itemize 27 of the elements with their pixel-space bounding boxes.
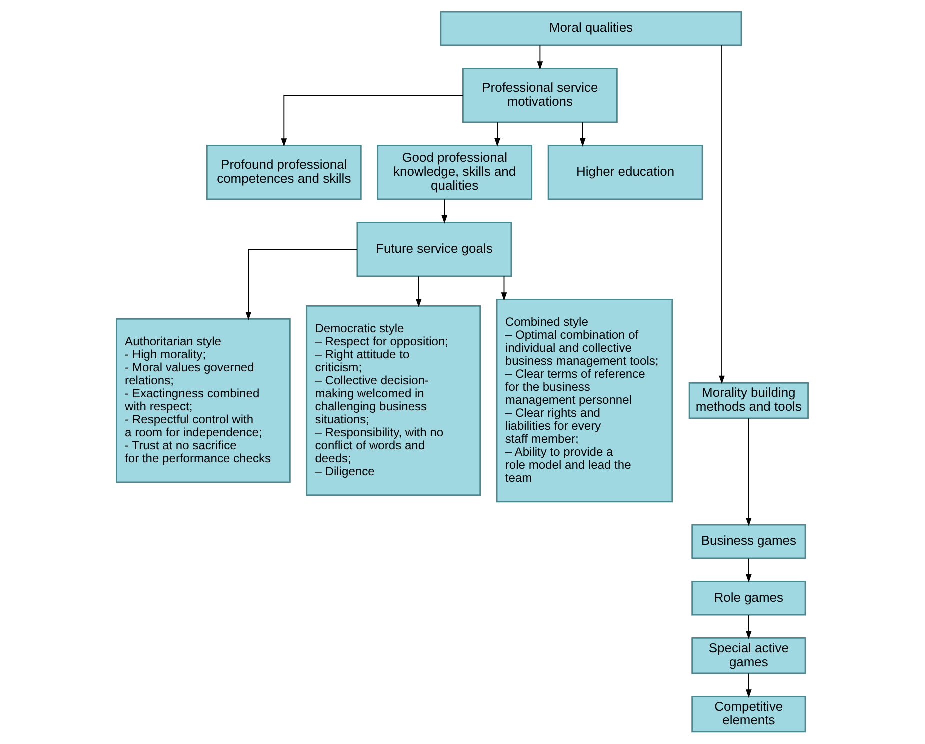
arrow xyxy=(494,122,500,147)
arrow xyxy=(580,122,586,147)
arrow xyxy=(537,45,544,70)
node-box: Combined style – Optimal combination of individual and collective business management tools; – Clear terms of reference for the business management personnel – Clear rights and liabilities for every staff member; – Ability to provide a role model and lead the team xyxy=(496,298,674,503)
arrow xyxy=(719,45,725,384)
arrow xyxy=(442,199,448,224)
node-box: Future service goals xyxy=(356,222,512,278)
arrow xyxy=(501,276,508,301)
node-box: Morality building methods and tools xyxy=(688,382,809,420)
node-box: Higher education xyxy=(548,144,704,200)
arrow xyxy=(746,614,752,640)
node-box: Professional service motivations xyxy=(462,68,618,124)
node-box: Role games xyxy=(692,580,806,616)
node-box: Profound professional competences and skills xyxy=(206,144,362,200)
arrow xyxy=(746,558,752,583)
node-box: Democratic style – Respect for opposition; – Right attitude to criticism; – Collective decision-making welcomed in challenging business situations; – Responsibility, with no conflict of words and deeds; – Diligence xyxy=(306,305,482,496)
node-box: Moral qualities xyxy=(440,11,742,46)
node-box: Competitive elements xyxy=(692,696,806,733)
arrow xyxy=(416,276,422,308)
node-box: Special active games xyxy=(692,638,806,674)
arrow xyxy=(281,95,464,148)
node-box: Authoritarian style - High morality; - Moral values governed relations; - Exactingness combined with respect; - Respectful control with a room for independence; - Trust at no sacrifice for the performance checks xyxy=(116,318,291,484)
node-box: Business games xyxy=(692,524,806,560)
node-box: Good professional knowledge, skills and qualities xyxy=(377,144,533,200)
arrow xyxy=(246,249,358,320)
arrow xyxy=(746,418,752,526)
arrow xyxy=(746,673,752,698)
